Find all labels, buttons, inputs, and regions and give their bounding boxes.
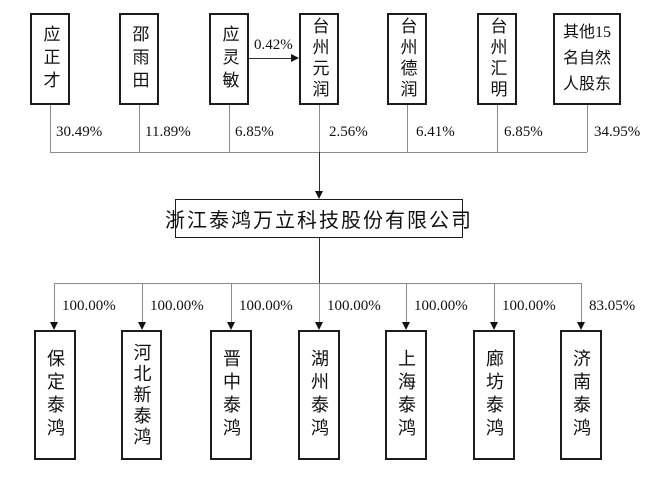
connector-line bbox=[319, 105, 320, 152]
subsidiary-name: 廊坊泰鸿 bbox=[484, 349, 504, 441]
shareholder-name: 台州元润 bbox=[309, 17, 329, 101]
shareholder-box-yingzhengcai: 应正才 bbox=[30, 13, 70, 105]
shareholder-box-shaoyutian: 邵雨田 bbox=[119, 13, 159, 105]
shareholder-name: 其他15名自然人股东 bbox=[562, 24, 611, 93]
shareholder-box-other-natural-persons: 其他15名自然人股东 bbox=[553, 13, 621, 105]
connector-line bbox=[494, 283, 495, 322]
connector-line bbox=[407, 105, 408, 152]
arrowhead-down-icon bbox=[227, 322, 235, 330]
arrowhead-down-icon bbox=[490, 322, 498, 330]
bottom-bus-line bbox=[54, 283, 581, 284]
shareholder-name: 邵雨田 bbox=[129, 24, 149, 94]
ownership-pct-label: 2.56% bbox=[329, 124, 368, 140]
ownership-pct-label: 6.41% bbox=[416, 124, 455, 140]
company-box: 浙江泰鸿万立科技股份有限公司 bbox=[165, 199, 471, 238]
arrowhead-down-icon bbox=[315, 322, 323, 330]
subsidiary-name: 上海泰鸿 bbox=[396, 349, 416, 441]
connector-line bbox=[319, 238, 320, 283]
connector-line bbox=[319, 283, 320, 322]
subsidiary-box-baoding: 保定泰鸿 bbox=[34, 330, 76, 460]
ownership-pct-label: 6.85% bbox=[235, 124, 274, 140]
subsidiary-box-jinan: 济南泰鸿 bbox=[560, 330, 602, 460]
shareholder-box-taizhouhuiming: 台州汇明 bbox=[477, 13, 517, 105]
company-name: 浙江泰鸿万立科技股份有限公司 bbox=[165, 210, 473, 232]
connector-line bbox=[142, 283, 143, 322]
connector-line bbox=[581, 283, 582, 322]
subsidiary-pct-label: 100.00% bbox=[414, 298, 468, 314]
subsidiary-pct-label: 100.00% bbox=[502, 298, 556, 314]
subsidiary-box-shanghai: 上海泰鸿 bbox=[385, 330, 427, 460]
arrowhead-down-icon bbox=[402, 322, 410, 330]
ownership-pct-label: 11.89% bbox=[145, 124, 191, 140]
arrowhead-down-icon bbox=[577, 322, 585, 330]
connector-line bbox=[139, 105, 140, 152]
subsidiary-name: 晋中泰鸿 bbox=[221, 349, 241, 441]
shareholder-name: 应灵敏 bbox=[219, 24, 239, 94]
subsidiary-name: 湖州泰鸿 bbox=[309, 349, 329, 441]
cross-shareholding-arrowhead-icon bbox=[291, 54, 299, 62]
top-bus-line bbox=[50, 152, 587, 153]
subsidiary-name: 保定泰鸿 bbox=[45, 349, 65, 441]
subsidiary-pct-label: 83.05% bbox=[589, 298, 636, 314]
subsidiary-pct-label: 100.00% bbox=[150, 298, 204, 314]
connector-line bbox=[587, 105, 588, 152]
connector-line bbox=[50, 105, 51, 152]
shareholder-name: 应正才 bbox=[40, 24, 60, 94]
arrowhead-down-icon bbox=[50, 322, 58, 330]
subsidiary-box-huzhou: 湖州泰鸿 bbox=[298, 330, 340, 460]
shareholder-name: 台州德润 bbox=[397, 17, 417, 101]
subsidiary-name: 河北新泰鸿 bbox=[131, 342, 152, 448]
cross-shareholding-pct-label: 0.42% bbox=[254, 37, 293, 53]
subsidiary-box-jinzhong: 晋中泰鸿 bbox=[210, 330, 252, 460]
connector-line bbox=[231, 283, 232, 322]
shareholder-box-yinglingmin: 应灵敏 bbox=[209, 13, 249, 105]
connector-line bbox=[406, 283, 407, 322]
arrowhead-down-icon bbox=[138, 322, 146, 330]
subsidiary-pct-label: 100.00% bbox=[62, 298, 116, 314]
shareholder-box-taizhouderun: 台州德润 bbox=[387, 13, 427, 105]
shareholder-name: 台州汇明 bbox=[487, 17, 507, 101]
shareholder-box-taizhouyuanrun: 台州元润 bbox=[299, 13, 339, 105]
subsidiary-name: 济南泰鸿 bbox=[571, 349, 591, 441]
connector-line bbox=[229, 105, 230, 152]
arrowhead-down-icon bbox=[315, 191, 323, 199]
connector-line bbox=[54, 283, 55, 322]
cross-shareholding-arrow-line bbox=[249, 58, 292, 59]
subsidiary-pct-label: 100.00% bbox=[239, 298, 293, 314]
subsidiary-box-langfang: 廊坊泰鸿 bbox=[473, 330, 515, 460]
connector-line bbox=[497, 105, 498, 152]
subsidiary-box-hebeixin: 河北新泰鸿 bbox=[121, 330, 162, 460]
ownership-pct-label: 6.85% bbox=[504, 124, 543, 140]
connector-line bbox=[319, 152, 320, 192]
ownership-pct-label: 30.49% bbox=[56, 124, 103, 140]
ownership-pct-label: 34.95% bbox=[594, 124, 641, 140]
subsidiary-pct-label: 100.00% bbox=[327, 298, 381, 314]
